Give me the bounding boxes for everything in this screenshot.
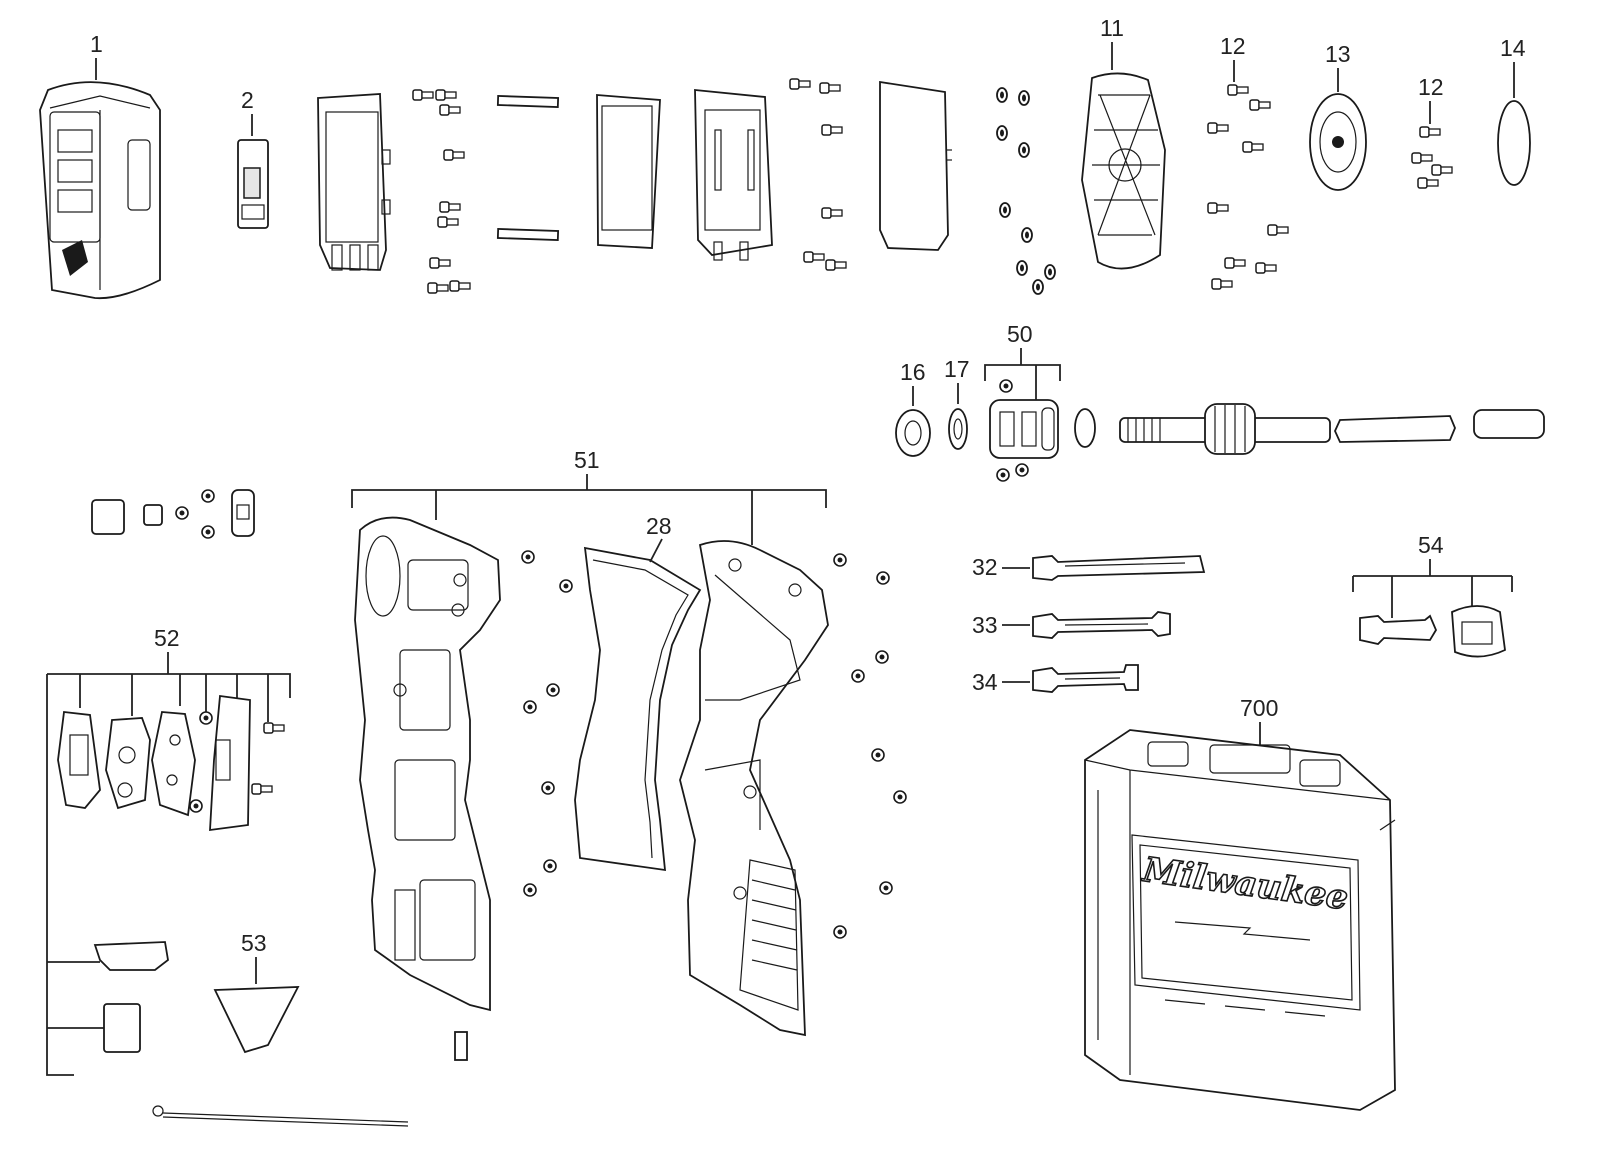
- label-1: 1: [90, 31, 103, 57]
- handle-bolts-right: [833, 553, 907, 939]
- part-14-ring: [1497, 100, 1531, 186]
- rails: [496, 95, 560, 241]
- label-33: 33: [972, 612, 998, 638]
- cable-tie: [152, 1105, 409, 1127]
- part-34-tool: [1032, 664, 1139, 693]
- cover-plate: [879, 80, 952, 251]
- handle-bolts-left: [521, 550, 573, 897]
- lightning-mark: [1174, 921, 1311, 941]
- label-17: 17: [944, 356, 970, 382]
- label-16: 16: [900, 359, 926, 385]
- label-52: 52: [154, 625, 180, 651]
- label-700: 700: [1240, 695, 1278, 721]
- screw-set-b: [789, 78, 847, 271]
- part-17-washer: [948, 408, 968, 450]
- display-frame: [317, 93, 391, 271]
- label-12-a: 12: [1220, 33, 1246, 59]
- label-50: 50: [1007, 321, 1033, 347]
- part-12-screws-b: [1411, 126, 1453, 189]
- part-12-screws-a: [1207, 84, 1289, 290]
- small-parts-group: [91, 489, 255, 539]
- part-32-tool: [1032, 555, 1206, 581]
- o-ring: [1074, 408, 1096, 448]
- circuit-carrier: [694, 89, 773, 261]
- part-16-nut: [895, 409, 931, 457]
- small-clip: [454, 1031, 468, 1061]
- label-14: 14: [1500, 35, 1526, 61]
- part-52-components: [57, 694, 285, 1053]
- label-32: 32: [972, 554, 998, 580]
- part-2-switch: [237, 139, 269, 229]
- label-28: 28: [646, 513, 672, 539]
- part-11-plate: [1081, 72, 1166, 270]
- handle-left-half: [354, 516, 501, 1012]
- label-51: 51: [574, 447, 600, 473]
- part-700-case: [1084, 729, 1396, 1111]
- handle-right-half: [679, 540, 829, 1037]
- label-11: 11: [1100, 15, 1124, 41]
- label-53: 53: [241, 930, 267, 956]
- part-28-gasket: [574, 546, 702, 872]
- part-1-housing: [39, 81, 161, 300]
- drive-shaft: [1119, 403, 1545, 455]
- part-53-cone: [213, 986, 300, 1054]
- nut-set: [996, 87, 1056, 295]
- part-33-tool: [1032, 611, 1171, 639]
- label-12-b: 12: [1418, 74, 1444, 100]
- label-13: 13: [1325, 41, 1351, 67]
- part-50-head: [989, 379, 1059, 482]
- label-2: 2: [241, 87, 254, 113]
- label-34: 34: [972, 669, 998, 695]
- part-54-components: [1359, 605, 1506, 658]
- part-13-disc: [1309, 93, 1367, 191]
- screw-set-a: [412, 89, 471, 294]
- label-54: 54: [1418, 532, 1444, 558]
- display-screen: [596, 94, 661, 249]
